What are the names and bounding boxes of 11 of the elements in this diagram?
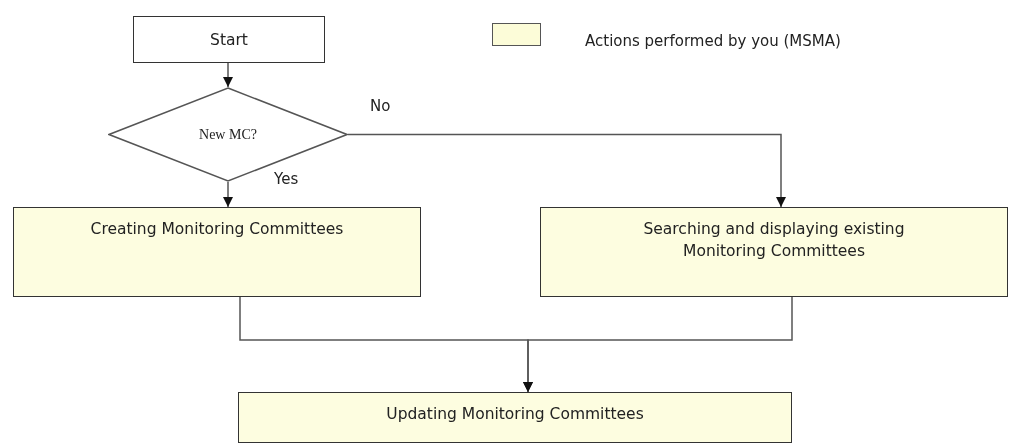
- arrow: [523, 296, 793, 393]
- edge-label: No: [368, 99, 393, 114]
- legend-text: Actions performed by you (MSMA): [585, 31, 841, 52]
- process-box: Searching and displaying existing Monitoring Committees: [540, 207, 1008, 297]
- process-box: Creating Monitoring Committees: [13, 207, 421, 297]
- process-box: Updating Monitoring Committees: [238, 392, 792, 443]
- arrow: [223, 62, 233, 88]
- arrow: [347, 133, 786, 208]
- arrow: [223, 181, 233, 208]
- start-box: Start: [133, 16, 325, 63]
- decision-text: New MC?: [199, 126, 257, 144]
